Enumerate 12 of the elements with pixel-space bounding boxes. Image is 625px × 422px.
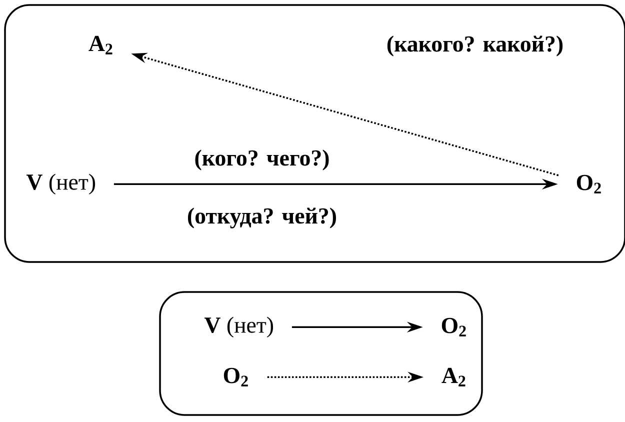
edge-label: (кого? чего?)	[192, 148, 332, 172]
term-label: A$_{2}$	[442, 368, 466, 386]
edge-label: (какого? какой?)	[384, 34, 566, 58]
term-label: A$_{2}$	[88, 36, 112, 54]
term-label: V (нет)	[204, 316, 274, 338]
term-label: O$_{2}$	[224, 368, 248, 386]
rounded-box	[159, 291, 483, 416]
term-label: O$_{2}$	[442, 318, 466, 336]
question-label: (откуда? чей?)	[188, 208, 336, 228]
rounded-box	[4, 4, 625, 263]
term-label: V (нет)	[26, 174, 96, 194]
term-label: O$_{2}$	[576, 174, 601, 194]
